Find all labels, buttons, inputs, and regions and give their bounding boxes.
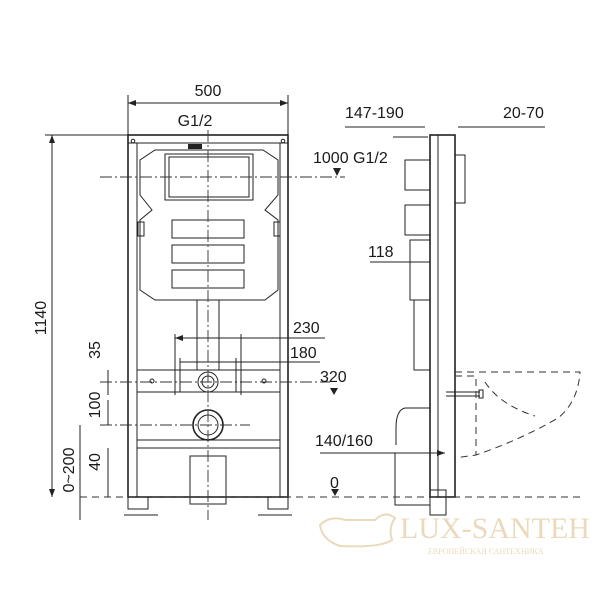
side-view: 147-190 20-70 118 140/160 0 [315,105,581,516]
dim-35: 35 [87,341,104,359]
depth-back-label: 20-70 [503,105,544,122]
dim-40: 40 [87,453,104,471]
depth-front-label: 147-190 [345,105,404,122]
width-label: 500 [195,83,222,100]
cistern [139,149,279,301]
inlet-height-label: 1000 G1/2 [313,150,388,167]
inlet-label: G1/2 [178,113,213,130]
watermark-brand: LUX-SANTEH [400,512,590,545]
height-label: 1140 [33,301,50,336]
front-view: 500 G1/2 1000 G1/2 [33,83,388,520]
toilet-bowl-outline [454,371,581,459]
floor-label: 0 [330,475,339,492]
dim-118: 118 [368,244,394,261]
dim-320: 320 [320,369,347,386]
dim-100: 100 [87,392,104,419]
dim-0-200: 0~200 [61,447,78,492]
dim-230: 230 [293,320,320,337]
watermark-logo: LUX-SANTEH ЕВРОПЕЙСКАЯ САНТЕХНИКА [318,512,590,556]
dim-180: 180 [290,345,317,362]
side-frame [429,134,456,498]
dim-140-160: 140/160 [315,433,373,450]
watermark-tagline: ЕВРОПЕЙСКАЯ САНТЕХНИКА [428,547,544,556]
